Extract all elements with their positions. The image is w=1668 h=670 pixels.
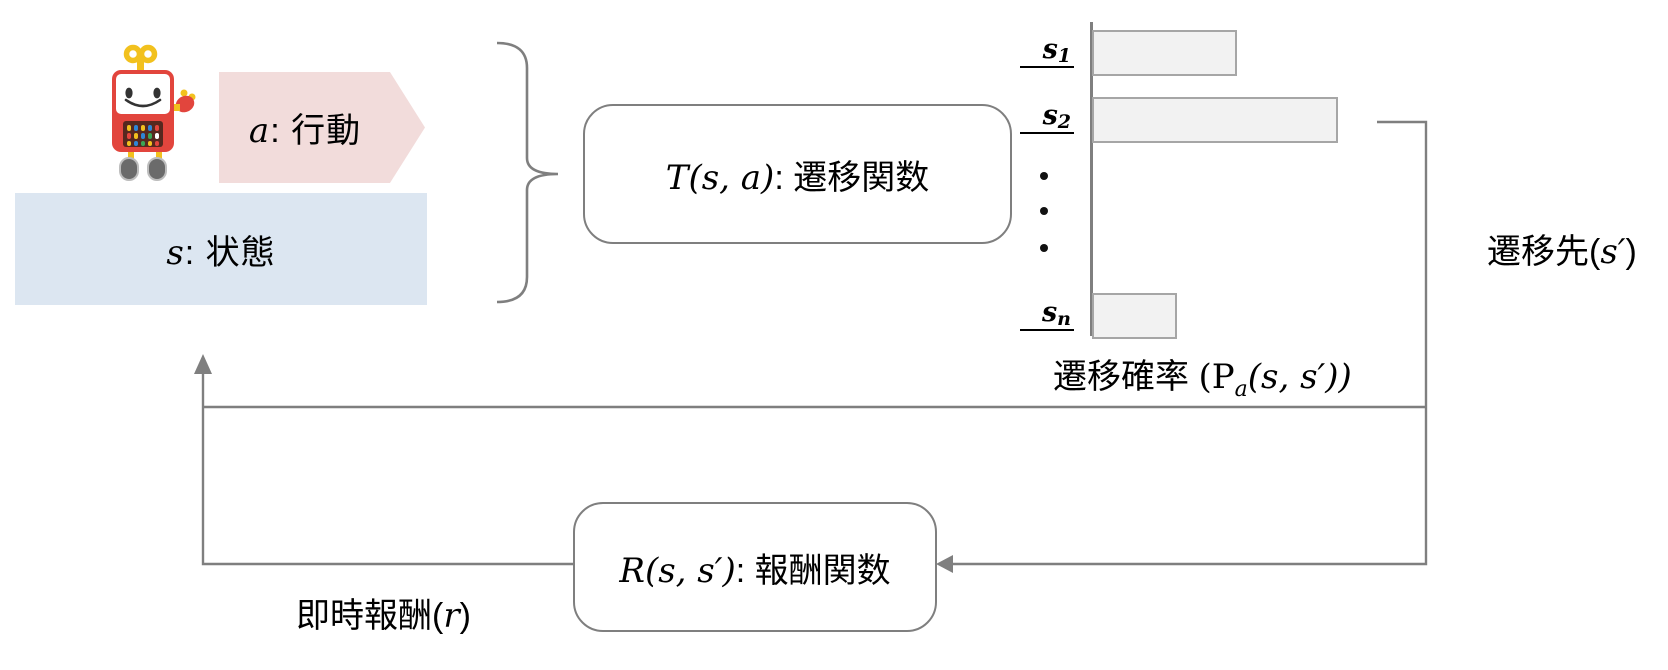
- state-box: s: 状態: [15, 193, 427, 305]
- state-label: s: 状態: [166, 232, 276, 273]
- robot-mascot-icon: [112, 44, 196, 181]
- transition-function-box: T(s, a): 遷移関数: [583, 104, 1012, 244]
- transition-probability-label: 遷移確率 (Pa(s, s′)): [1053, 357, 1352, 402]
- transition-function-label: T(s, a): 遷移関数: [665, 157, 930, 198]
- reward-function-label: R(s, s′): 報酬関数: [619, 550, 891, 591]
- arrowhead-left-icon: [936, 555, 953, 573]
- action-arrow: a: 行動: [219, 72, 425, 183]
- curly-brace: [496, 41, 559, 304]
- bar-s1: [1092, 30, 1237, 76]
- bar-sn: [1092, 293, 1177, 339]
- transition-destination-label: 遷移先(s′): [1487, 232, 1637, 272]
- reward-function-box: R(s, s′): 報酬関数: [573, 502, 937, 632]
- ellipsis-dot: [1040, 207, 1048, 215]
- ellipsis-dot: [1040, 172, 1048, 180]
- immediate-reward-label: 即時報酬(r): [296, 596, 471, 636]
- action-label: a: 行動: [248, 111, 362, 151]
- ellipsis-dot: [1040, 244, 1048, 252]
- bar-s2: [1092, 97, 1338, 143]
- arrowhead-up-icon: [194, 354, 212, 374]
